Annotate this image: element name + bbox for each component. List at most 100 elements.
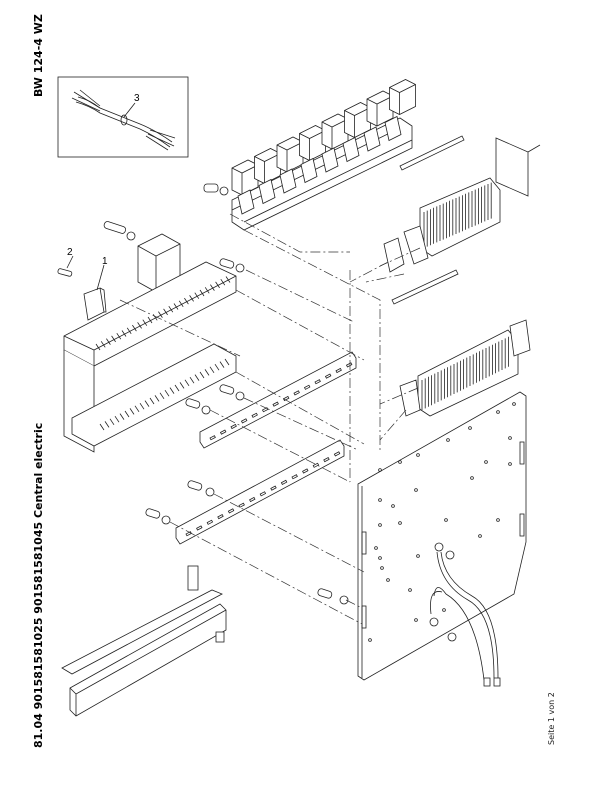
plate-hole — [378, 523, 382, 527]
relay — [389, 79, 416, 115]
plate-hole — [391, 504, 395, 508]
rail-slot — [249, 496, 256, 503]
cable-duct-frame — [63, 261, 237, 453]
relay-socket — [279, 168, 297, 194]
base-bracket — [61, 565, 227, 717]
duct-slot — [169, 387, 175, 394]
duct-slot — [179, 382, 185, 389]
plate-hole — [468, 426, 472, 430]
plate-hole — [378, 556, 382, 560]
duct-slot — [173, 303, 179, 310]
duct-slot — [99, 423, 105, 431]
plate-hole — [416, 453, 420, 457]
rail-slot — [251, 412, 258, 418]
din-rail-lower — [175, 439, 345, 545]
duct-slot — [224, 358, 230, 366]
plate-hole — [398, 521, 402, 525]
terminal-block-lower — [399, 319, 531, 417]
duct-slot — [100, 341, 106, 348]
duct-slot — [214, 363, 220, 371]
end-panel — [495, 137, 541, 197]
rail-slot — [240, 418, 248, 424]
plate-hole — [484, 460, 488, 464]
rail-slot — [196, 525, 203, 531]
rail-slot — [270, 485, 277, 491]
duct-slot — [109, 418, 115, 426]
rail-slot — [238, 502, 245, 508]
relay-row — [231, 79, 416, 196]
plate-hole — [408, 588, 412, 592]
relay-socket — [300, 157, 318, 184]
rail-slot — [335, 367, 342, 374]
duct-slot — [147, 316, 153, 324]
rail-slot — [345, 362, 353, 368]
duct-slot — [95, 343, 101, 351]
plate-hole — [470, 476, 474, 480]
duct-slot — [158, 311, 163, 318]
duct-slot — [104, 421, 110, 428]
duct-slot — [174, 384, 180, 392]
duct-slot — [220, 278, 226, 286]
rail-slot — [314, 379, 321, 385]
duct-slot — [159, 392, 165, 400]
duct-slot — [225, 276, 231, 283]
relay — [276, 136, 304, 173]
duct-slot — [121, 330, 127, 337]
callout-1-leader — [96, 264, 105, 291]
relay-socket-row — [231, 115, 413, 231]
duct-slot — [210, 284, 215, 291]
plate-hole — [496, 410, 500, 414]
relay-bracket — [83, 287, 107, 321]
assembly-lines — [119, 213, 421, 625]
duct-slot — [184, 297, 189, 305]
small-screw — [57, 268, 73, 277]
rail-slot — [185, 531, 192, 537]
relay — [231, 159, 259, 196]
plate-hole — [416, 554, 420, 558]
duct-slot — [129, 408, 135, 415]
duct-slot — [149, 397, 155, 405]
duct-slot — [184, 379, 190, 387]
duct-slot — [204, 369, 210, 376]
terminal-block-upper — [383, 177, 501, 273]
din-rail-upper — [199, 351, 357, 449]
rail-slot — [259, 491, 267, 497]
duct-slot — [204, 287, 210, 294]
relay-socket — [258, 178, 276, 205]
duct-slot — [189, 295, 194, 302]
duct-slot — [114, 415, 120, 423]
plate-hole — [444, 518, 448, 522]
duct-slot — [116, 332, 122, 340]
duct-slot — [144, 400, 150, 407]
duct-slot — [106, 338, 111, 345]
duct-slot — [139, 402, 145, 410]
plate-hole — [368, 638, 372, 642]
duct-slot — [124, 410, 130, 418]
duct-slot — [168, 305, 174, 313]
rail-slot — [230, 423, 237, 430]
callout-2-label: 2 — [67, 247, 73, 258]
duct-slot — [142, 319, 148, 326]
relay-socket — [321, 147, 339, 173]
plate-hole — [508, 436, 512, 440]
relay-socket — [237, 189, 255, 215]
wiring-harness — [71, 89, 176, 151]
duct-slot — [199, 371, 205, 379]
plate-hole — [478, 534, 482, 538]
relay — [254, 148, 281, 184]
ground-cables — [429, 542, 501, 687]
plate-hole — [496, 518, 500, 522]
rail-slot — [219, 429, 227, 435]
plate-hole — [442, 608, 446, 612]
duct-slot — [111, 335, 116, 343]
socket-screw — [203, 183, 229, 196]
plate-hole — [380, 566, 384, 570]
rail-screws — [145, 258, 349, 605]
rail-slot — [312, 462, 320, 468]
relay-socket — [342, 136, 360, 163]
rail-slot — [333, 451, 341, 457]
callout-1-label: 1 — [102, 256, 108, 267]
rail-slot — [324, 373, 332, 379]
duct-slot — [119, 413, 125, 420]
rail-slot — [227, 508, 235, 514]
